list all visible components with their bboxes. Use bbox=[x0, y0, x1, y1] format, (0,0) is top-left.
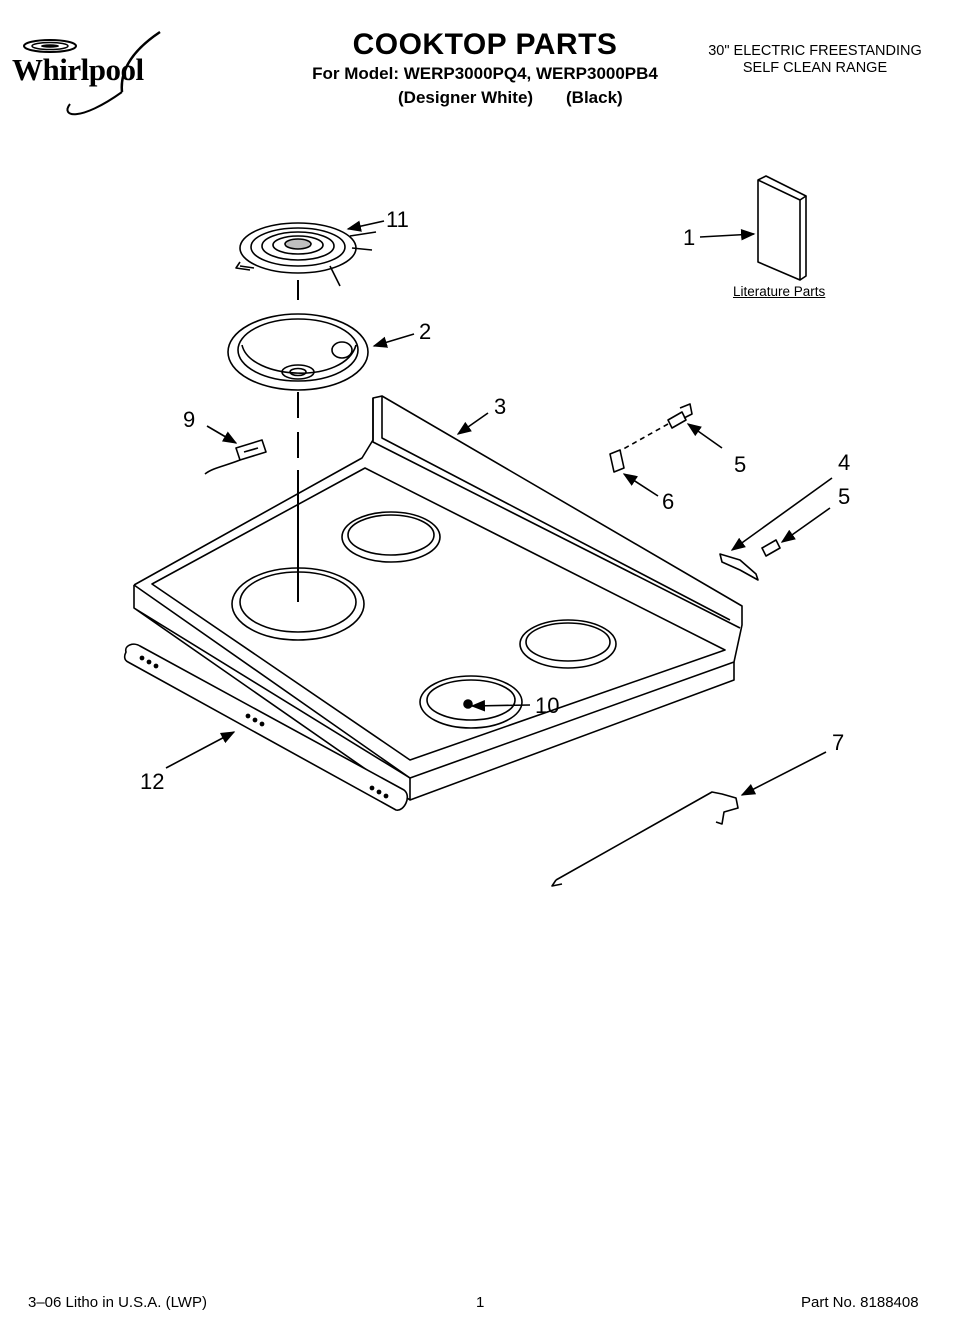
callout-4: 4 bbox=[838, 450, 851, 475]
callout-5-lower: 5 bbox=[838, 484, 851, 509]
callout-3: 3 bbox=[494, 394, 507, 419]
callout-6: 6 bbox=[662, 489, 675, 514]
product-line-2: SELF CLEAN RANGE bbox=[742, 60, 888, 76]
footer-litho: 3–06 Litho in U.S.A. (LWP) bbox=[28, 1294, 207, 1311]
product-line-1: 30" ELECTRIC FREESTANDING bbox=[708, 43, 922, 59]
callout-12: 12 bbox=[140, 769, 165, 794]
literature-parts-label: Literature Parts bbox=[733, 284, 826, 299]
front-trim-drawing bbox=[123, 643, 409, 811]
variant-black: (Black) bbox=[566, 88, 623, 107]
surface-element-drawing bbox=[235, 222, 377, 287]
support-rod-drawing bbox=[551, 791, 739, 887]
callout-7: 7 bbox=[832, 730, 845, 755]
page-number: 1 bbox=[476, 1294, 485, 1311]
product-description: 30" ELECTRIC FREESTANDING SELF CLEAN RAN… bbox=[690, 43, 940, 77]
terminal-block-drawing bbox=[204, 439, 267, 475]
logo-swirl-graphic bbox=[23, 30, 161, 116]
whirlpool-logo: Whirlpool bbox=[10, 22, 200, 132]
screw-and-clip-drawing bbox=[609, 403, 693, 473]
cooktop-main-top-drawing bbox=[133, 395, 743, 801]
literature-booklet-drawing bbox=[757, 175, 807, 281]
callout-11: 11 bbox=[386, 207, 409, 232]
brand-wordmark: Whirlpool bbox=[12, 52, 144, 87]
callout-9: 9 bbox=[183, 407, 196, 432]
bracket-and-screw-drawing bbox=[719, 539, 781, 581]
callout-1: 1 bbox=[683, 225, 696, 250]
callout-5-upper: 5 bbox=[734, 452, 747, 477]
variant-designer-white: (Designer White) bbox=[398, 88, 534, 107]
model-variants: (Designer White) (Black) bbox=[398, 88, 623, 108]
callout-2: 2 bbox=[419, 319, 432, 344]
drip-bowl-drawing bbox=[227, 313, 369, 391]
page-title: COOKTOP PARTS bbox=[352, 28, 618, 61]
model-line: For Model: WERP3000PQ4, WERP3000PB4 bbox=[312, 64, 658, 83]
callout-10: 10 bbox=[535, 693, 560, 718]
part-number: Part No. 8188408 bbox=[801, 1294, 919, 1311]
